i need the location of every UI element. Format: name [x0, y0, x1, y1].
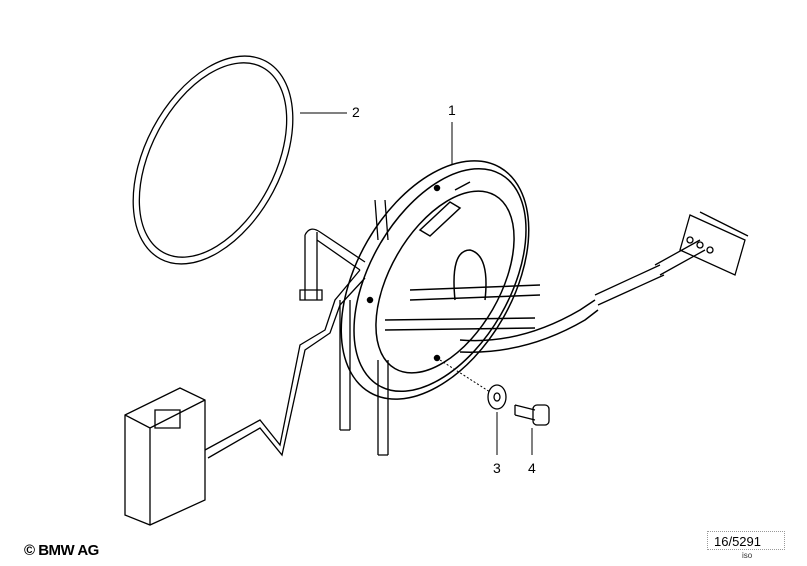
- wire-connector: [594, 211, 749, 306]
- copyright: © BMW AG: [24, 542, 99, 559]
- flange: [340, 160, 599, 400]
- reference-number: 16/5291: [707, 531, 785, 550]
- callout-2: 2: [352, 104, 360, 120]
- callout-4: 4: [528, 460, 536, 476]
- sealing-ring: [132, 55, 294, 265]
- float-sensor: [124, 269, 366, 526]
- view-label: iso: [742, 551, 753, 560]
- callout-1: 1: [448, 102, 456, 118]
- fuel-pipes: [299, 199, 389, 456]
- washer: [487, 384, 507, 410]
- screw: [514, 404, 550, 426]
- callout-3: 3: [493, 460, 501, 476]
- leader-lines: [300, 112, 533, 455]
